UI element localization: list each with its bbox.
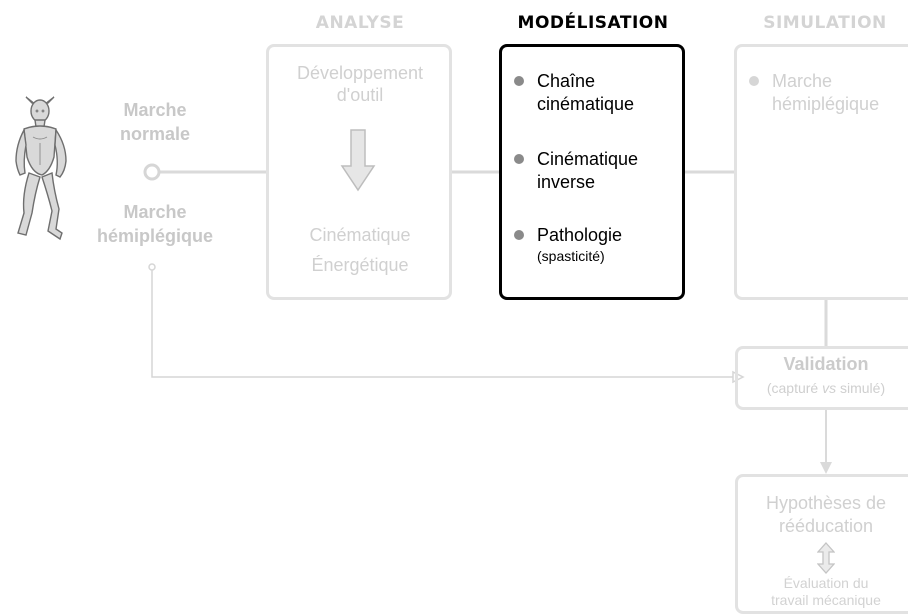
hypotheses-line1: Hypothèses de — [765, 493, 887, 513]
validation-title: Validation — [783, 354, 869, 374]
validation-note-vs: vs — [822, 380, 837, 396]
item1-line2: cinématique — [537, 94, 635, 114]
sim-item1-line2: hémiplégique — [772, 94, 880, 114]
validation-note: (capturé vs simulé) — [735, 380, 908, 396]
analyse-top-line2: d'outil — [336, 85, 384, 105]
bullet-icon — [749, 76, 759, 86]
hypotheses-title: Hypothèses de rééducation — [735, 492, 908, 538]
hypotheses-evaluation: Évaluation du travail mécanique — [735, 575, 908, 609]
simulation-item-hemiplegic: Marche hémiplégique — [772, 70, 879, 116]
analyse-bottom-line2: Énergétique — [311, 255, 409, 275]
analyse-box — [266, 44, 452, 300]
analyse-top-line1: Développement — [296, 63, 424, 83]
modelisation-item-inverse-kinematics: Cinématique inverse — [537, 148, 638, 194]
label-normal-line1: Marche — [123, 100, 187, 120]
down-arrow-icon — [340, 129, 376, 192]
label-normal-line2: normale — [119, 124, 191, 144]
hypotheses-line4: travail mécanique — [771, 592, 881, 608]
hypotheses-line3: Évaluation du — [783, 575, 869, 591]
label-hemi-line2: hémiplégique — [96, 226, 213, 246]
item2-line1: Cinématique — [537, 149, 639, 169]
bullet-icon — [514, 230, 524, 240]
modelisation-item-kinematic-chain: Chaîne cinématique — [537, 70, 634, 116]
simulation-box — [734, 44, 908, 300]
modelisation-box — [499, 44, 685, 300]
walking-figure-illustration — [15, 96, 67, 241]
header-simulation: SIMULATION — [763, 13, 887, 33]
item1-line1: Chaîne — [537, 71, 596, 91]
arrowhead-hypotheses — [820, 462, 832, 474]
double-arrow-icon — [817, 542, 835, 574]
connector-hemi-to-validation — [151, 270, 733, 378]
validation-note-part1: (capturé — [766, 380, 823, 396]
header-analyse: ANALYSE — [315, 13, 405, 33]
bullet-icon — [514, 76, 524, 86]
item2-line2: inverse — [537, 172, 596, 192]
sim-item1-line1: Marche — [772, 71, 833, 91]
bullet-icon — [514, 154, 524, 164]
item3-note: (spasticité) — [537, 248, 605, 264]
analyse-top-text: Développement d'outil — [270, 62, 450, 106]
analyse-bottom-line1: Cinématique — [309, 225, 411, 245]
hemi-node-dot — [148, 263, 156, 271]
validation-note-part2: simulé) — [836, 380, 886, 396]
analyse-bottom-text: Cinématique Énergétique — [270, 220, 450, 280]
label-hemi-line1: Marche — [123, 202, 187, 222]
modelisation-item-pathology: Pathologie (spasticité) — [537, 224, 622, 265]
validation-box — [735, 346, 908, 410]
label-normal-walk: Marche normale — [100, 98, 210, 146]
hypotheses-line2: rééducation — [778, 516, 874, 536]
item3-line1: Pathologie — [537, 225, 623, 245]
walk-node-circle — [143, 163, 161, 181]
label-hemiplegic-walk: Marche hémiplégique — [80, 200, 230, 248]
header-modelisation: MODÉLISATION — [517, 13, 669, 33]
